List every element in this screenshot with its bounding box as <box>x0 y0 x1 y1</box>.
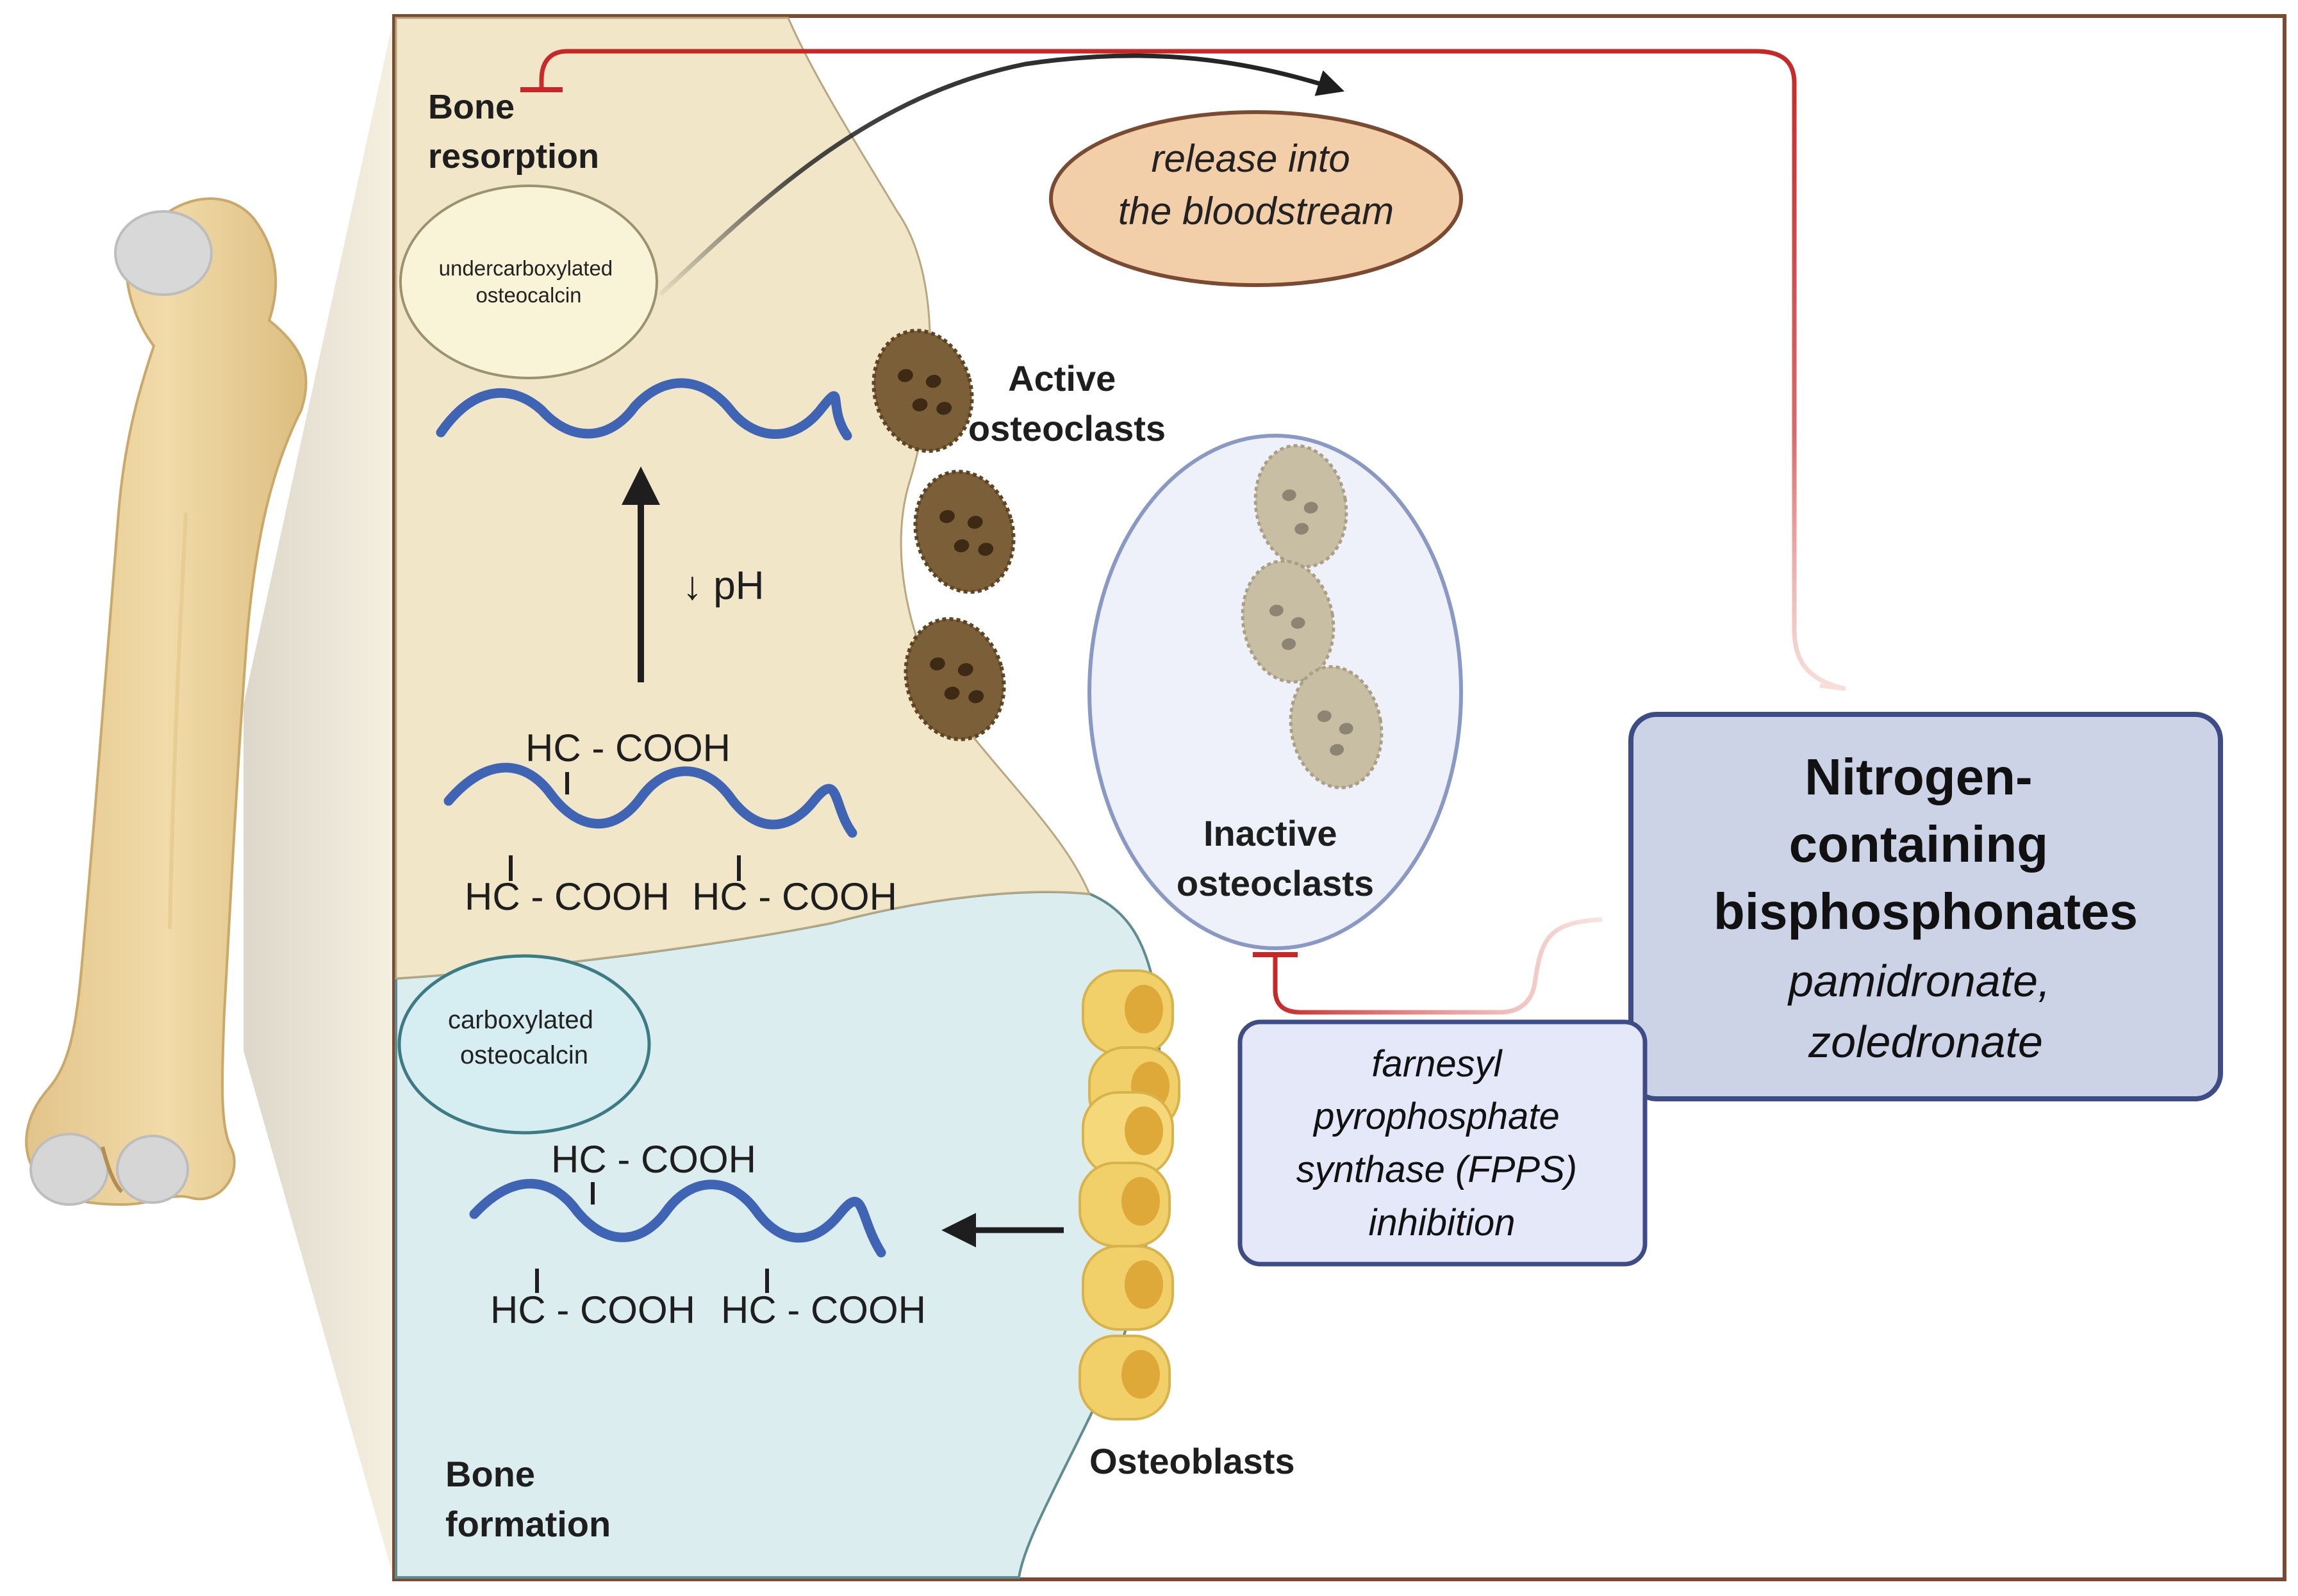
femur-bone-icon <box>25 197 308 1206</box>
chem-group-label: HC - COOH <box>692 875 897 918</box>
bone-resorption-label: Bone resorption <box>428 88 599 176</box>
svg-text:release into the bloodst: release into the bloodstream <box>1118 137 1394 233</box>
undercarboxylated-chain <box>436 378 852 441</box>
chem-group-label: HC - COOH <box>721 1288 926 1331</box>
carboxylated-chain-resorption <box>443 762 857 881</box>
osteoblasts-label: Osteoblasts <box>1089 1441 1295 1481</box>
fpps-inhibition-box: farnesyl pyrophosphate synthase (FPPS) i… <box>1237 1019 1648 1267</box>
svg-text:carboxylated osteocalcin: carboxylated osteocalcin <box>448 1006 600 1069</box>
zoom-funnel <box>244 16 394 1579</box>
ph-label: ↓ pH <box>682 564 764 608</box>
svg-text:pamidronate, zoledronate: pamidronate, zoledronate <box>1787 956 2063 1067</box>
carboxylated-chain-formation <box>469 1179 886 1293</box>
chem-group-label: HC - COOH <box>551 1138 756 1181</box>
chem-group-label: HC - COOH <box>465 875 670 918</box>
release-arrow <box>658 53 1344 297</box>
osteoblast-cells <box>1079 969 1180 1420</box>
svg-text:farnesyl pyrophosphate: farnesyl pyrophosphate synthase (FPPS) i… <box>1296 1043 1588 1244</box>
undercarboxylated-osteocalcin-bubble: undercarboxylated osteocalcin <box>399 185 658 379</box>
active-osteoclasts-label: Active osteoclasts <box>968 358 1166 448</box>
inactive-osteoclasts-group: Inactive osteoclasts <box>1087 434 1463 950</box>
svg-text:Nitrogen- containing: Nitrogen- containing bisphosphonates <box>1714 748 2138 940</box>
inactive-osteoclasts-label: Inactive osteoclasts <box>1177 813 1374 903</box>
chem-group-label: HC - COOH <box>525 727 731 769</box>
svg-text:undercarboxylated osteoc: undercarboxylated osteocalcin <box>439 256 619 307</box>
inhibition-line-resorption <box>520 49 1846 691</box>
bone-formation-label: Bone formation <box>445 1454 611 1544</box>
inhibition-line-osteoclasts <box>1253 917 1603 1015</box>
carboxylated-osteocalcin-bubble: carboxylated osteocalcin <box>397 954 651 1135</box>
active-osteoclast-cells <box>872 329 1016 741</box>
chem-group-label: HC - COOH <box>490 1288 695 1331</box>
bisphosphonates-box: Nitrogen- containing bisphosphonates pam… <box>1628 712 2223 1101</box>
bloodstream-release: release into the bloodstream <box>1049 110 1463 287</box>
